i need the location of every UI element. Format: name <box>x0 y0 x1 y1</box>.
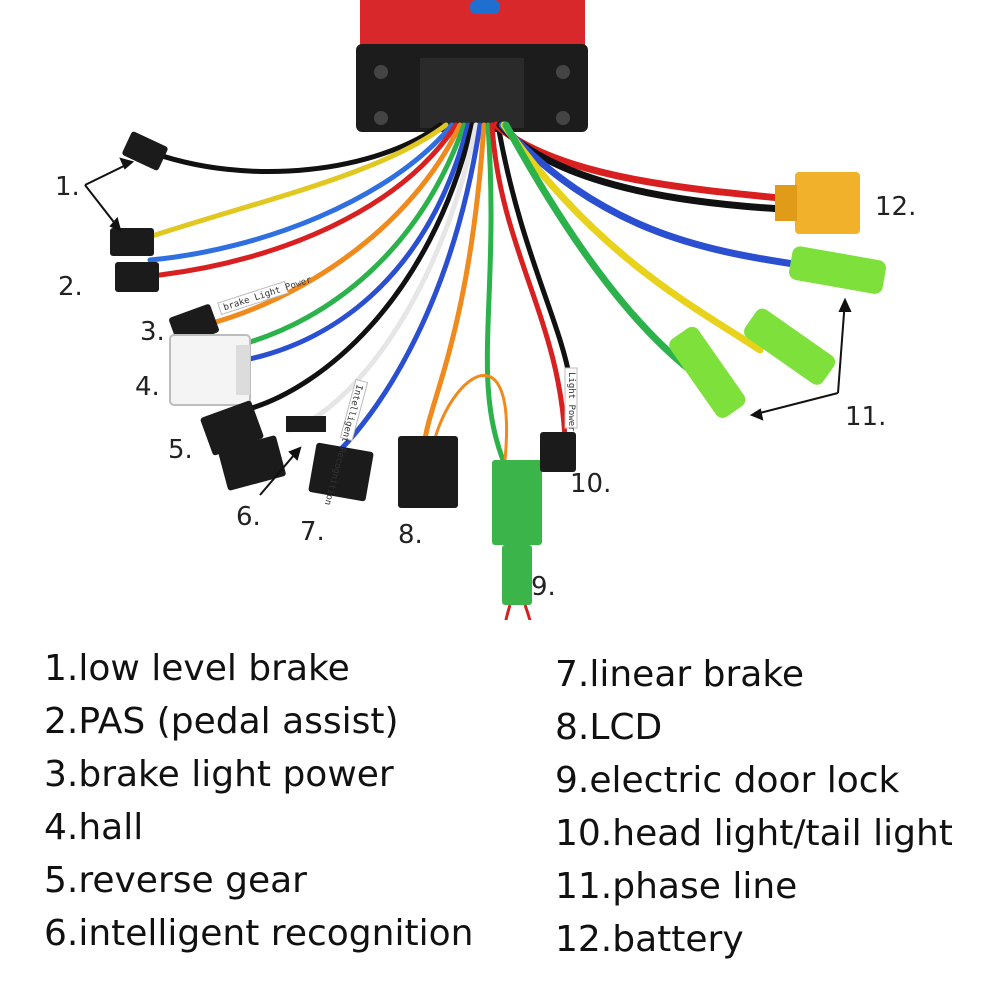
legend-item: 12.battery <box>555 919 744 960</box>
sleeve-label-light-power: Light Power <box>566 372 576 432</box>
legend-item: 7.linear brake <box>555 654 805 695</box>
controller-housing <box>356 0 588 132</box>
connector-intelligent-recognition <box>218 416 326 491</box>
connector-reverse-gear <box>200 400 264 456</box>
connector-phase-line <box>669 246 886 418</box>
callout-6: 6. <box>236 502 261 532</box>
callout-8: 8. <box>398 520 423 550</box>
callout-4: 4. <box>135 372 160 402</box>
legend-item: 11.phase line <box>555 866 798 907</box>
connector-low-level-brake-a <box>122 131 168 171</box>
callout-10: 10. <box>570 469 611 499</box>
connector-hall <box>169 334 251 406</box>
callout-7: 7. <box>300 517 325 547</box>
legend-left: 1.low level brake 2.PAS (pedal assist) 3… <box>44 642 473 960</box>
legend-item: 10.head light/tail light <box>555 813 953 854</box>
legend-item: 3.brake light power <box>44 754 394 795</box>
callout-1: 1. <box>55 172 80 202</box>
legend-item: 8.LCD <box>555 707 663 748</box>
legend-item: 5.reverse gear <box>44 860 307 901</box>
controller-wiring-diagram: brake Light Power Intelligent Recognitio… <box>55 0 916 620</box>
sleeve-label-brake-light-power: brake Light Power <box>222 275 313 313</box>
legend-item: 6.intelligent recognition <box>44 913 474 954</box>
callout-3: 3. <box>140 317 165 347</box>
legend-item: 9.electric door lock <box>555 760 900 801</box>
callout-9: 9. <box>531 572 556 602</box>
connector-battery <box>775 172 860 234</box>
callout-11: 11. <box>845 402 886 432</box>
connector-pas <box>115 262 159 292</box>
connector-lcd <box>398 436 458 508</box>
legend-item: 1.low level brake <box>44 648 350 689</box>
legend-item: 2.PAS (pedal assist) <box>44 701 399 742</box>
connector-low-level-brake-b <box>110 228 154 256</box>
callout-2: 2. <box>58 272 83 302</box>
connector-electric-door-lock <box>492 460 542 620</box>
legend-item: 4.hall <box>44 807 144 848</box>
callout-12: 12. <box>875 192 916 222</box>
legend-right: 7.linear brake 8.LCD 9.electric door loc… <box>555 648 953 966</box>
callout-5: 5. <box>168 435 193 465</box>
connector-head-tail-light: Light Power <box>540 367 578 472</box>
callout-arrows <box>84 157 852 496</box>
